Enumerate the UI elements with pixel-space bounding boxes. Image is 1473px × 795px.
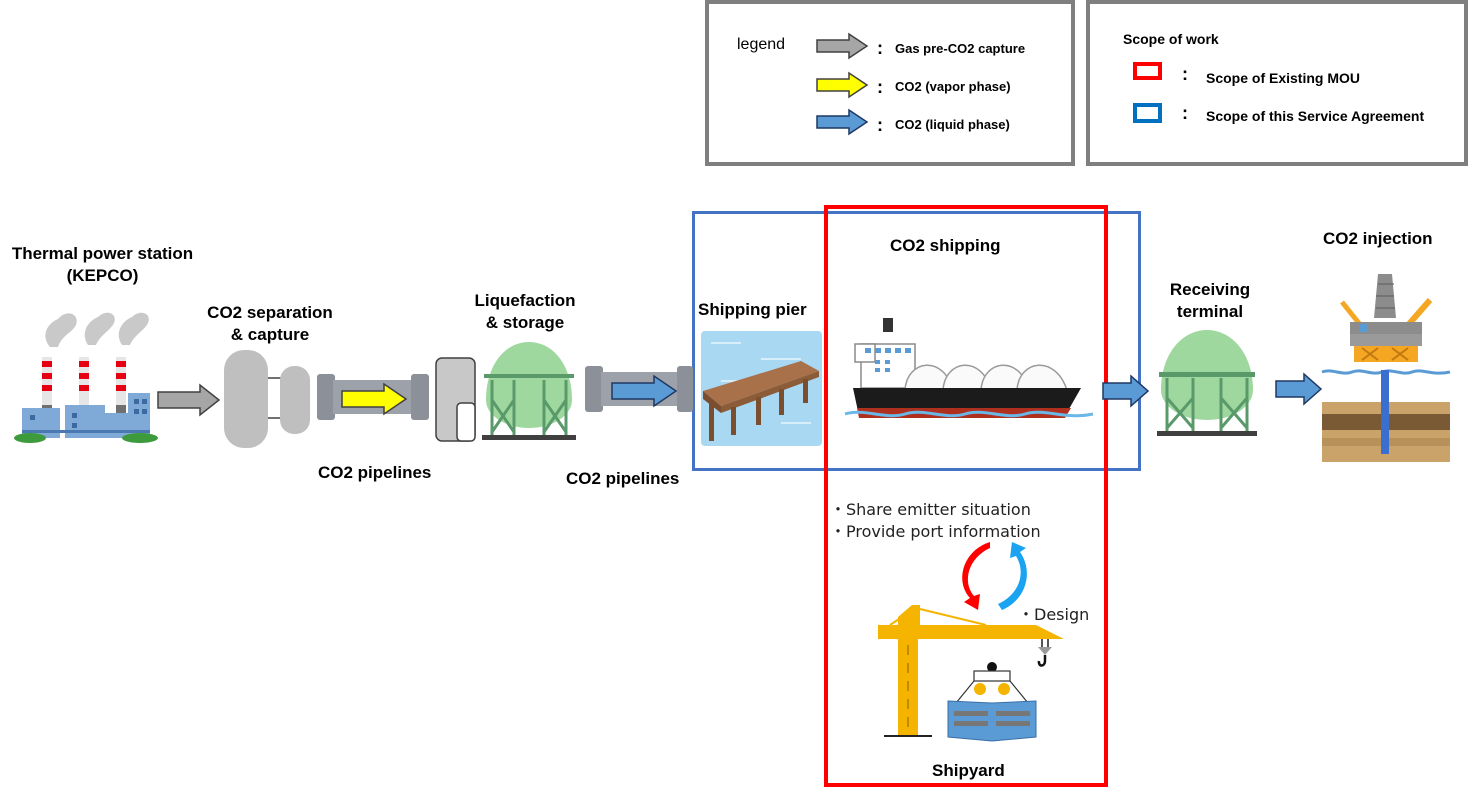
legend-colon: :: [877, 38, 883, 58]
blue-scope-swatch-icon: [1133, 103, 1162, 123]
pier-icon: [701, 331, 822, 446]
pier-label: Shipping pier: [698, 300, 807, 319]
power-station-label-line1: Thermal power station: [11, 244, 194, 263]
gray-flow-arrow-icon: [157, 383, 221, 417]
spherical-tank-icon: [1157, 330, 1257, 436]
receiving-label-line1: Receiving: [1169, 280, 1251, 299]
power-station-label-line2: (KEPCO): [66, 266, 139, 285]
shipyard-note-port: ・Provide port information: [830, 522, 1041, 541]
liquefaction-label-line1: Liquefaction: [474, 291, 576, 310]
legend-label-gas: Gas pre-CO2 capture: [895, 41, 1026, 56]
existing-mou-scope-frame: [824, 205, 1108, 787]
shipyard-note-emitter: ・Share emitter situation: [830, 500, 1031, 519]
legend-item-gas: [815, 32, 869, 65]
separation-label: CO2 separation & capture: [180, 302, 360, 346]
factory-icon: [14, 312, 158, 443]
scope-colon: :: [1182, 64, 1188, 84]
service-agreement-scope-frame: [692, 211, 1141, 471]
power-station-label: Thermal power station (KEPCO): [0, 243, 205, 287]
legend-title: legend: [737, 36, 786, 53]
legend-item-vapor: [815, 71, 869, 104]
pipeline-1-label: CO2 pipelines: [318, 463, 432, 482]
injection-label: CO2 injection: [1323, 229, 1433, 248]
legend-box: legend : Gas pre-CO2 capture : CO2 (vapo…: [705, 0, 1075, 166]
scope-label-agreement: Scope of this Service Agreement: [1206, 108, 1425, 124]
liquefaction-label-line2: & storage: [485, 313, 565, 332]
storage-tank-icon: [482, 342, 576, 440]
yellow-flow-arrow-icon: [341, 382, 408, 416]
blue-curved-arrow-icon: [998, 542, 1027, 610]
red-scope-swatch-icon: [1133, 62, 1162, 80]
blue-flow-arrow-icon: [1275, 372, 1323, 406]
blue-flow-arrow-icon: [1102, 374, 1150, 408]
liquefaction-label: Liquefaction & storage: [455, 290, 595, 334]
legend-label-vapor: CO2 (vapor phase): [895, 79, 1011, 94]
shipyard-label: Shipyard: [932, 761, 1005, 780]
shipyard-crane-icon: [878, 605, 1064, 742]
blue-arrow-icon: [816, 108, 869, 136]
lng-carrier-ship-icon: [844, 318, 1094, 418]
legend-colon: :: [877, 77, 883, 97]
scope-of-work-box: Scope of work : Scope of Existing MOU : …: [1086, 0, 1468, 166]
gray-arrow-icon: [816, 32, 869, 60]
separation-label-line2: & capture: [230, 325, 310, 344]
exchange-cycle-arrows-icon: [962, 542, 1027, 610]
liquefaction-unit-icon: [435, 357, 476, 442]
blue-flow-arrow-icon: [611, 374, 678, 408]
legend-item-liquid: [815, 108, 869, 141]
scope-colon: :: [1182, 103, 1188, 123]
pipeline-2-label: CO2 pipelines: [566, 469, 680, 488]
red-curved-arrow-icon: [962, 542, 990, 610]
offshore-platform-icon: [1321, 274, 1451, 462]
yellow-arrow-icon: [816, 71, 869, 99]
separator-tanks-icon: [224, 350, 310, 448]
scope-title: Scope of work: [1123, 31, 1219, 47]
legend-label-liquid: CO2 (liquid phase): [895, 117, 1010, 132]
receiving-label-line2: terminal: [1176, 302, 1244, 321]
legend-colon: :: [877, 115, 883, 135]
shipping-label: CO2 shipping: [890, 236, 1001, 255]
receiving-label: Receiving terminal: [1150, 279, 1270, 323]
scope-label-mou: Scope of Existing MOU: [1206, 70, 1361, 86]
separation-label-line1: CO2 separation: [207, 303, 333, 322]
shipyard-note-design: ・Design: [1018, 605, 1090, 624]
